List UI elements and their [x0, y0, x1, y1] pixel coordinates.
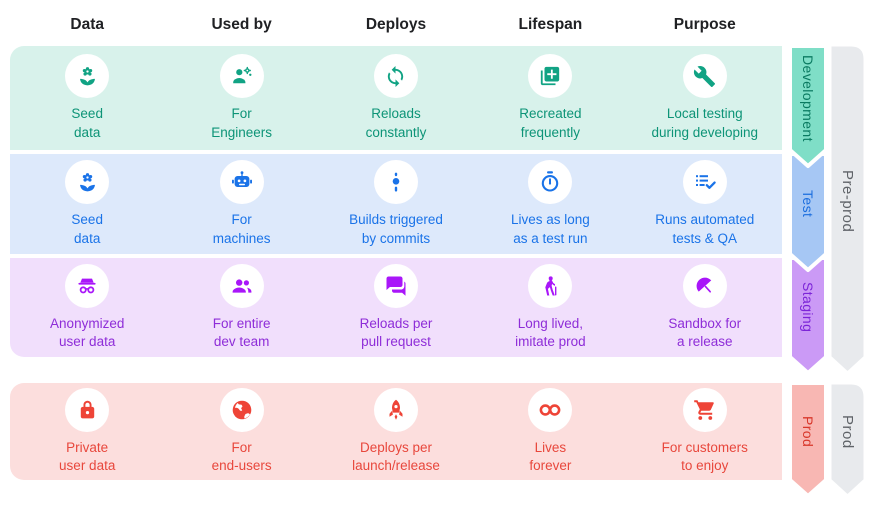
sync-icon	[373, 54, 418, 99]
cell-test-lifespan: Lives as long as a test run	[473, 154, 627, 254]
cell-label: Seed data	[71, 106, 103, 140]
cell-label: For Engineers	[211, 106, 272, 140]
cell-label: Local testing during developing	[651, 106, 759, 140]
cell-label: For customers to enjoy	[661, 439, 748, 473]
cell-label: Lives forever	[529, 439, 572, 473]
cell-label: Long lived, imitate prod	[515, 315, 586, 349]
cell-staging-lifespan: Long lived, imitate prod	[473, 258, 627, 357]
duplicate-add-icon	[528, 54, 573, 99]
stage-ribbon-prod: Prod	[788, 381, 828, 498]
stage-ribbon-label: Staging	[800, 282, 816, 333]
team-icon	[219, 263, 264, 308]
column-headers: Data Used by Deploys Lifespan Purpose	[10, 0, 782, 50]
cell-development-deploys: Reloads constantly	[319, 46, 473, 150]
column-header-data: Data	[70, 16, 104, 33]
cell-prod-data: Private user data	[10, 383, 164, 480]
cell-label: For machines	[212, 212, 271, 246]
cell-test-purpose: Runs automated tests & QA	[628, 154, 782, 254]
cell-label: Recreated frequently	[519, 106, 582, 140]
cell-prod-purpose: For customers to enjoy	[628, 383, 782, 480]
rocket-icon	[373, 387, 418, 432]
cart-icon	[682, 387, 727, 432]
seed-icon	[65, 54, 110, 99]
engineer-icon	[219, 54, 264, 99]
stage-ribbon-label: Development	[800, 54, 816, 142]
stage-ribbon-staging: Staging	[788, 256, 828, 375]
stage-ribbon-label: Prod	[800, 415, 816, 448]
cell-label: Runs automated tests & QA	[655, 212, 755, 246]
chat-icon	[373, 263, 418, 308]
phase-ribbon-prod: Prod	[828, 381, 867, 498]
timer-icon	[528, 160, 573, 205]
cell-test-used-by: For machines	[164, 154, 318, 254]
stage-ribbon-development: Development	[788, 44, 828, 168]
env-row-prod: Private user data For end-users Deploys pe…	[10, 383, 782, 480]
cell-development-used-by: For Engineers	[164, 46, 318, 150]
cell-test-deploys: Builds triggered by commits	[319, 154, 473, 254]
cell-label: Reloads constantly	[365, 106, 427, 140]
cell-prod-lifespan: Lives forever	[473, 383, 627, 480]
cell-staging-deploys: Reloads per pull request	[319, 258, 473, 357]
cell-label: For end-users	[211, 439, 272, 473]
column-header-deploys: Deploys	[365, 16, 427, 33]
cell-label: Private user data	[59, 439, 116, 473]
env-row-staging: Anonymized user data For entire dev team R…	[10, 258, 782, 357]
env-row-test: Seed data For machines Builds triggered by…	[10, 154, 782, 254]
elderly-icon	[528, 263, 573, 308]
wrench-icon	[682, 54, 727, 99]
cell-staging-data: Anonymized user data	[10, 258, 164, 357]
cell-staging-used-by: For entire dev team	[164, 258, 318, 357]
cell-label: Anonymized user data	[50, 315, 125, 349]
phase-ribbon-label: Pre-prod	[839, 169, 856, 233]
seed-icon	[65, 160, 110, 205]
column-header-purpose: Purpose	[673, 16, 736, 33]
column-header-lifespan: Lifespan	[518, 16, 583, 33]
cell-label: Deploys per launch/release	[352, 439, 440, 473]
cell-development-lifespan: Recreated frequently	[473, 46, 627, 150]
cell-label: Lives as long as a test run	[510, 212, 590, 246]
cell-prod-used-by: For end-users	[164, 383, 318, 480]
cell-test-data: Seed data	[10, 154, 164, 254]
env-row-development: Seed data For Engineers Reloads constantly…	[10, 46, 782, 150]
globe-icon	[219, 387, 264, 432]
lock-icon	[65, 387, 110, 432]
stage-ribbon-test: Test	[788, 152, 828, 272]
cell-staging-purpose: Sandbox for a release	[628, 258, 782, 357]
robot-icon	[219, 160, 264, 205]
umbrella-icon	[682, 263, 727, 308]
cell-label: Reloads per pull request	[359, 315, 433, 349]
checklist-icon	[682, 160, 727, 205]
column-header-used-by: Used by	[211, 16, 272, 33]
phase-ribbon-pre-prod: Pre-prod	[828, 43, 867, 375]
cell-development-purpose: Local testing during developing	[628, 46, 782, 150]
cell-development-data: Seed data	[10, 46, 164, 150]
infinity-icon	[528, 387, 573, 432]
stage-ribbon-label: Test	[800, 190, 816, 218]
commit-icon	[373, 160, 418, 205]
cell-label: For entire dev team	[212, 315, 271, 349]
cell-label: Builds triggered by commits	[349, 212, 443, 246]
phase-ribbon-label: Prod	[839, 414, 856, 449]
cell-label: Sandbox for a release	[668, 315, 742, 349]
cell-label: Seed data	[71, 212, 103, 246]
cell-prod-deploys: Deploys per launch/release	[319, 383, 473, 480]
incognito-icon	[65, 263, 110, 308]
